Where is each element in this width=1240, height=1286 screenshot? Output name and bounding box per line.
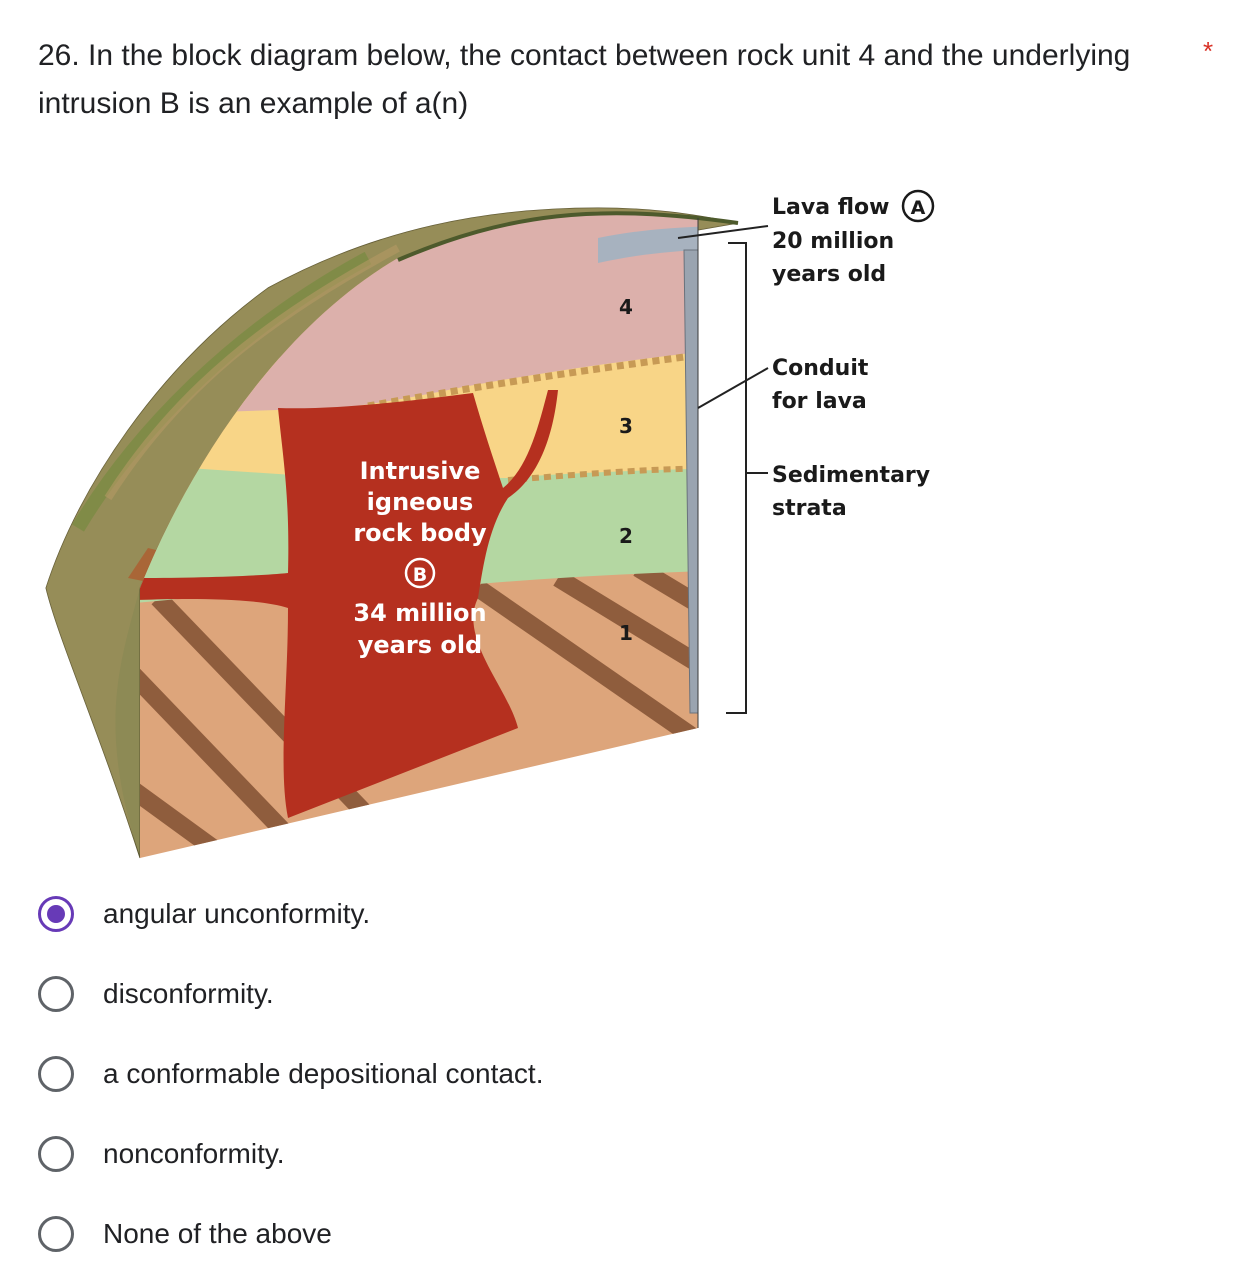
required-asterisk: * [1203, 36, 1214, 66]
option-label: nonconformity. [103, 1138, 285, 1169]
lava-flow-age-2: years old [772, 262, 886, 287]
unit-4-label: 4 [619, 295, 633, 319]
radio-button[interactable] [38, 1216, 74, 1252]
unit-2-label: 2 [619, 524, 633, 548]
radio-button[interactable] [38, 976, 74, 1012]
option-angular-unconformity[interactable]: angular unconformity. [38, 884, 738, 944]
intrusion-label-3: rock body [353, 519, 487, 547]
unit-1-label: 1 [619, 621, 633, 645]
conduit-label-1: Conduit [772, 356, 869, 381]
sedimentary-label-1: Sedimentary [772, 463, 930, 488]
option-label: angular unconformity. [103, 898, 371, 929]
lava-flow-age-1: 20 million [772, 229, 894, 254]
option-none-of-the-above[interactable]: None of the above [38, 1204, 738, 1264]
lava-conduit [683, 249, 698, 714]
intrusion-marker-circle [404, 557, 436, 589]
option-label: None of the above [103, 1218, 332, 1249]
option-label: a conformable depositional contact. [103, 1058, 544, 1089]
intrusion-label-2: igneous [367, 488, 474, 516]
question-title: 26. In the block diagram below, the cont… [38, 39, 1131, 120]
intrusion-age-1: 34 million [353, 599, 486, 627]
intrusion-b [140, 390, 558, 818]
block-diagram: 4 3 2 1 Intrusive igneous rock body B 34… [45, 189, 935, 859]
option-disconformity[interactable]: disconformity. [38, 964, 738, 1024]
radio-button-selected[interactable] [38, 896, 74, 932]
option-conformable-contact[interactable]: a conformable depositional contact. [38, 1044, 738, 1104]
unit-3-label: 3 [619, 414, 633, 438]
lava-flow-marker-circle [901, 189, 935, 223]
option-nonconformity[interactable]: nonconformity. [38, 1124, 738, 1184]
sedimentary-label-2: strata [772, 496, 847, 521]
lava-flow-label: Lava flow [772, 195, 889, 220]
lava-flow-marker: A [911, 197, 926, 219]
radio-button[interactable] [38, 1136, 74, 1172]
intrusion-label-1: Intrusive [360, 457, 481, 485]
option-label: disconformity. [103, 978, 274, 1009]
radio-button[interactable] [38, 1056, 74, 1092]
conduit-label-2: for lava [772, 389, 867, 414]
intrusion-marker: B [413, 564, 427, 586]
intrusion-age-2: years old [358, 631, 483, 659]
